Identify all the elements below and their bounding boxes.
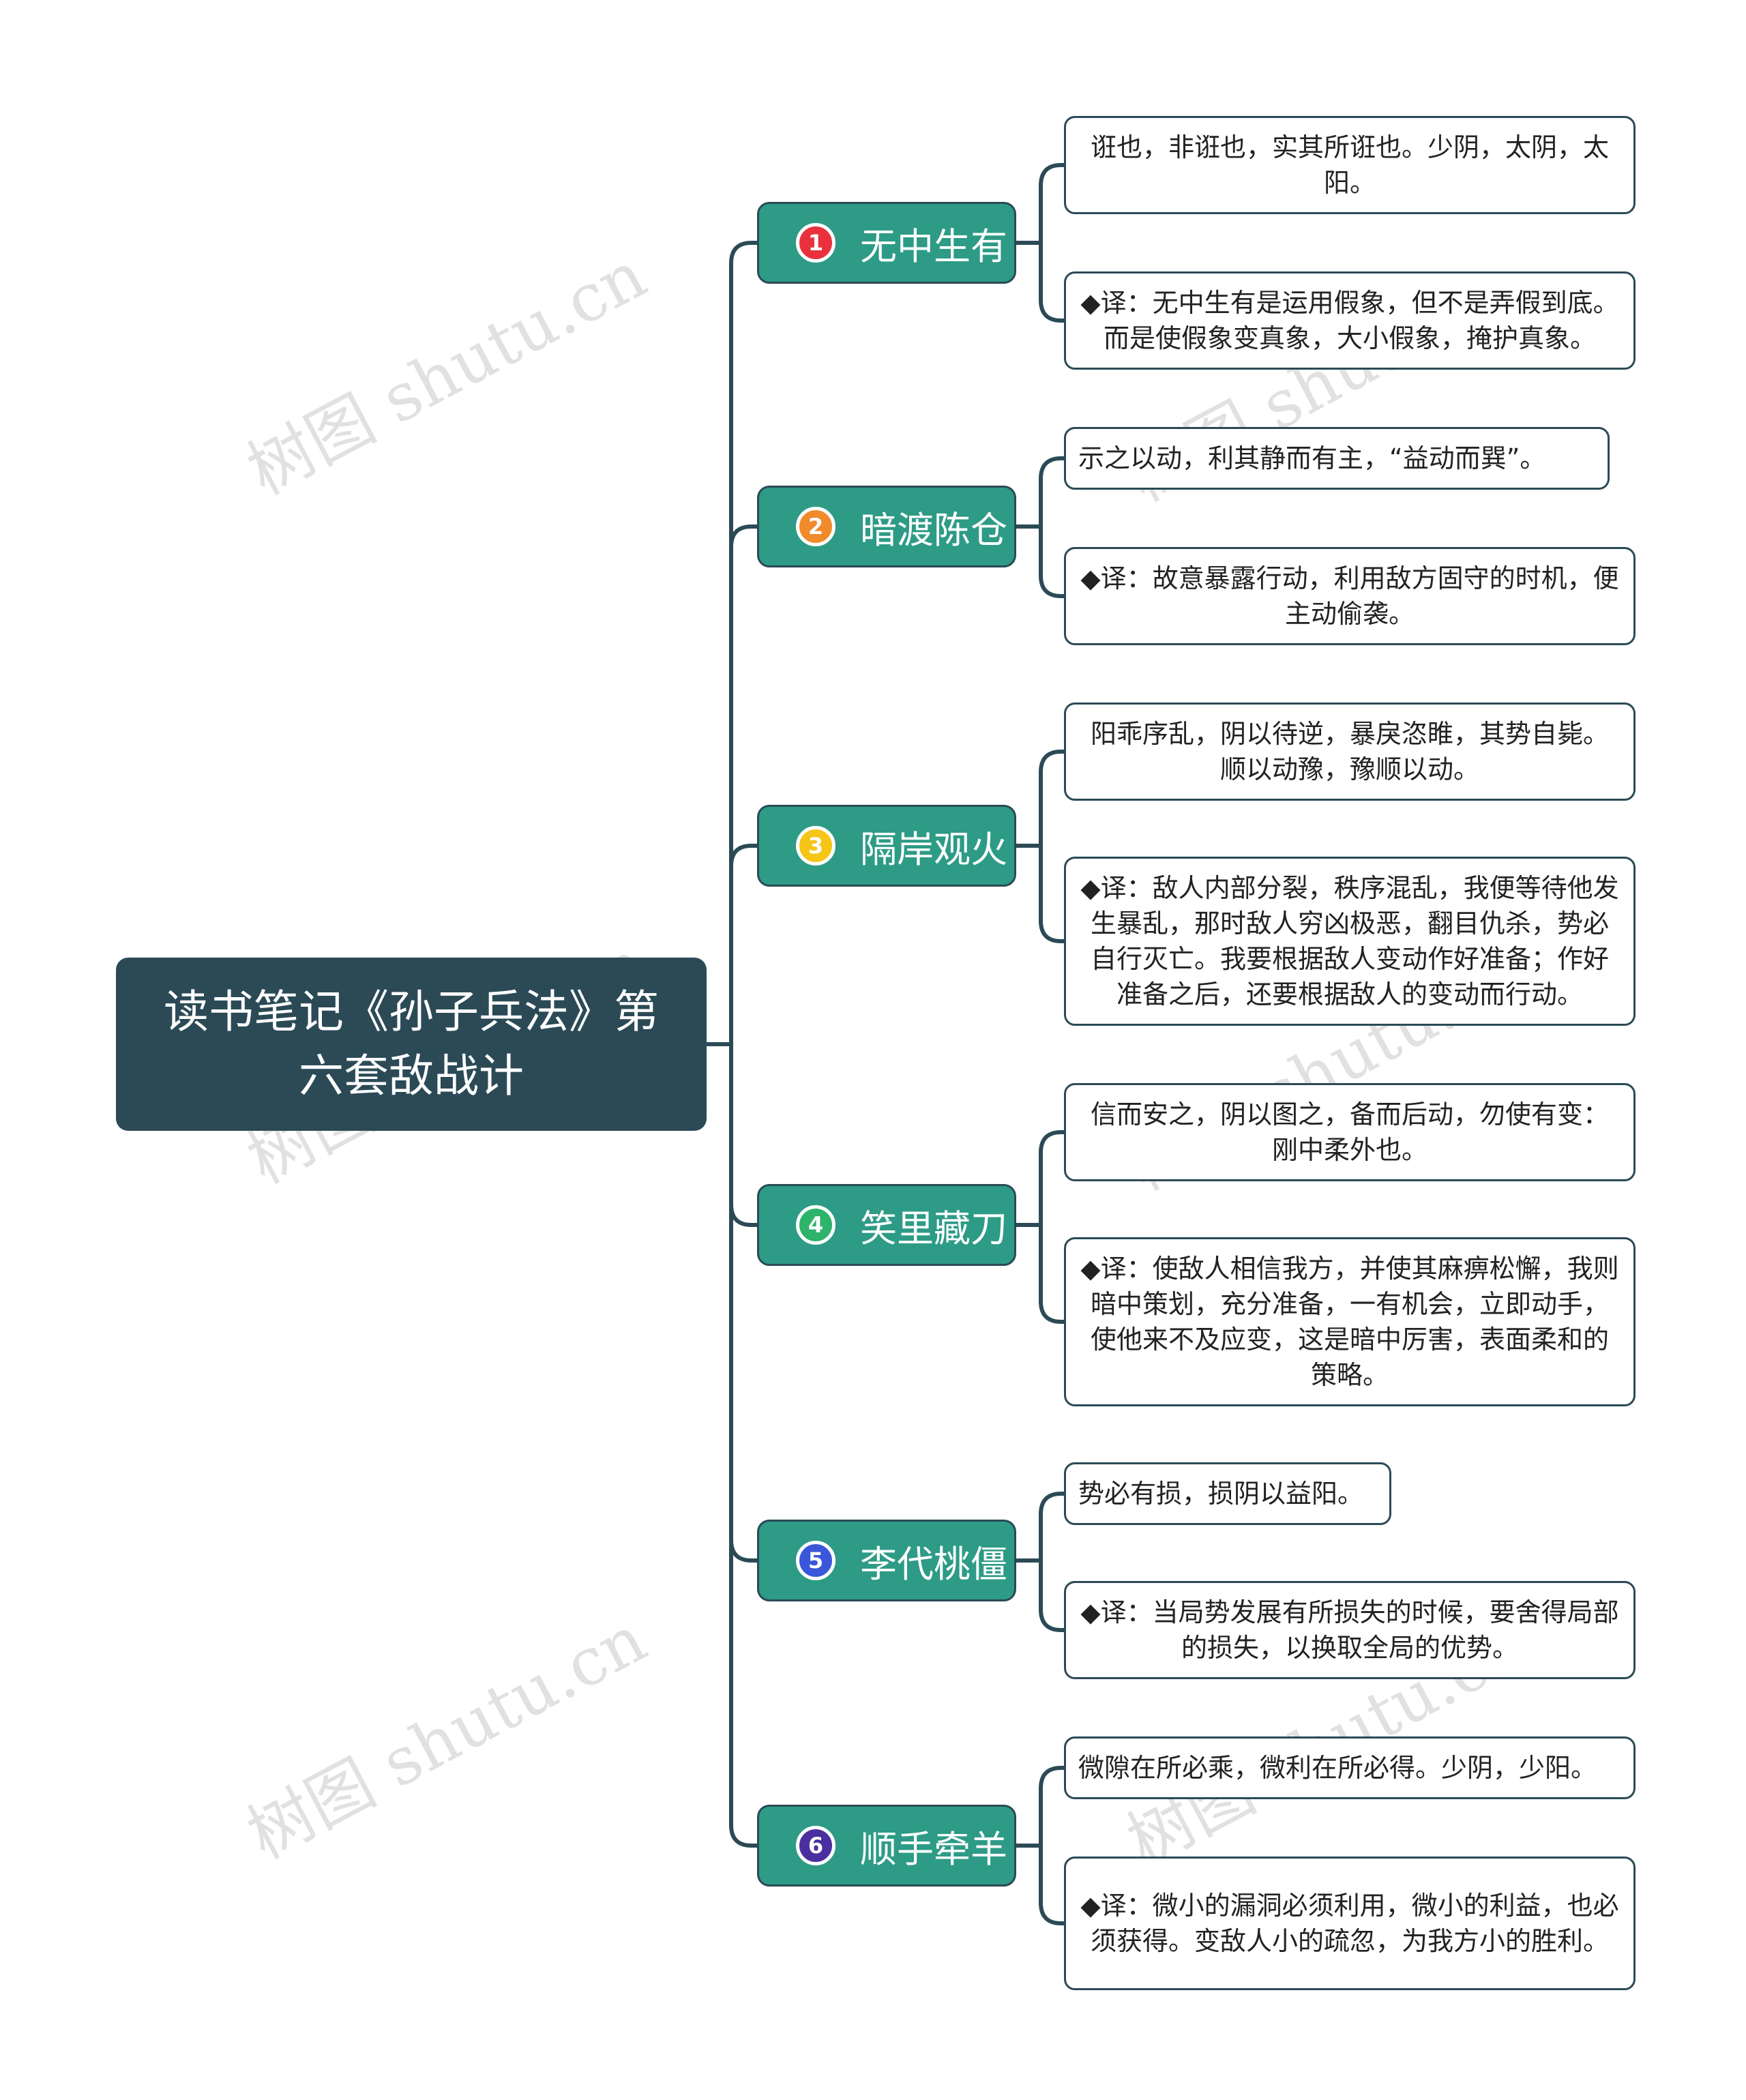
leaf-text: 信而安之，阴以图之，备而后动，勿使有变：刚中柔外也。	[1090, 1099, 1609, 1165]
leaf-1-original[interactable]: 诳也，非诳也，实其所诳也。少阴，太阴，太阳。	[1064, 116, 1636, 214]
number-badge-icon: 5	[796, 1541, 835, 1580]
number-badge-icon: 6	[796, 1826, 835, 1865]
leaf-4-original[interactable]: 信而安之，阴以图之，备而后动，勿使有变：刚中柔外也。	[1064, 1083, 1636, 1181]
connector-line	[1039, 750, 1066, 848]
leaf-text: ◆译：使敌人相信我方，并使其麻痹松懈，我则暗中策划，充分准备，一有机会，立即动手…	[1080, 1254, 1619, 1390]
connector-line	[1039, 1492, 1066, 1563]
branch-1[interactable]: 1 无中生有	[757, 202, 1016, 284]
leaf-2-translation[interactable]: ◆译：故意暴露行动，利用敌方固守的时机，便主动偷袭。	[1064, 547, 1636, 645]
number-badge-icon: 2	[796, 507, 835, 546]
branch-2[interactable]: 2 暗渡陈仓	[757, 486, 1016, 567]
connector-line	[1039, 456, 1066, 529]
connector-line	[729, 1538, 759, 1563]
leaf-5-original[interactable]: 势必有损，损阴以益阳。	[1064, 1462, 1391, 1525]
leaf-text: 诳也，非诳也，实其所诳也。少阴，太阴，太阳。	[1090, 132, 1609, 198]
leaf-3-original[interactable]: 阳乖序乱，阴以待逆，暴戾恣睢，其势自毙。顺以动豫，豫顺以动。	[1064, 703, 1636, 801]
leaf-5-translation[interactable]: ◆译：当局势发展有所损失的时候，要舍得局部的损失，以换取全局的优势。	[1064, 1581, 1636, 1679]
connector-line	[1039, 1844, 1066, 1925]
root-title: 读书笔记《孙子兵法》第六套敌战计	[164, 986, 659, 1102]
leaf-4-translation[interactable]: ◆译：使敌人相信我方，并使其麻痹松懈，我则暗中策划，充分准备，一有机会，立即动手…	[1064, 1237, 1636, 1406]
connector-line	[1039, 163, 1066, 245]
branch-5[interactable]: 5 李代桃僵	[757, 1520, 1016, 1601]
leaf-text: 微隙在所必乘，微利在所必得。少阴，少阳。	[1078, 1753, 1597, 1783]
number-badge-icon: 4	[796, 1205, 835, 1245]
connector-line	[1039, 1766, 1066, 1848]
connector-line	[729, 241, 759, 265]
connector-line	[729, 1202, 759, 1227]
branch-3[interactable]: 3 隔岸观火	[757, 805, 1016, 887]
connector-line	[1039, 241, 1066, 323]
leaf-3-translation[interactable]: ◆译：敌人内部分裂，秩序混乱，我便等待他发生暴乱，那时敌人穷凶极恶，翻目仇杀，势…	[1064, 857, 1636, 1026]
root-topic[interactable]: 读书笔记《孙子兵法》第六套敌战计	[116, 958, 707, 1131]
connector-line	[1039, 1130, 1066, 1227]
leaf-text: ◆译：无中生有是运用假象，但不是弄假到底。而是使假象变真象，大小假象，掩护真象。	[1080, 288, 1619, 353]
connector-line	[1039, 1558, 1066, 1632]
number-badge-icon: 3	[796, 826, 835, 866]
branch-label: 无中生有	[860, 224, 1007, 268]
leaf-1-translation[interactable]: ◆译：无中生有是运用假象，但不是弄假到底。而是使假象变真象，大小假象，掩护真象。	[1064, 271, 1636, 370]
branch-label: 暗渡陈仓	[860, 508, 1007, 552]
leaf-text: 示之以动，利其静而有主，“益动而巽”。	[1078, 443, 1546, 473]
leaf-6-translation[interactable]: ◆译：微小的漏洞必须利用，微小的利益，也必须获得。变敌人小的疏忽，为我方小的胜利…	[1064, 1857, 1636, 1990]
connector-line	[729, 1823, 759, 1848]
connector-line	[1039, 1223, 1066, 1324]
leaf-text: ◆译：敌人内部分裂，秩序混乱，我便等待他发生暴乱，那时敌人穷凶极恶，翻目仇杀，势…	[1080, 873, 1619, 1009]
leaf-2-original[interactable]: 示之以动，利其静而有主，“益动而巽”。	[1064, 427, 1610, 490]
branch-6[interactable]: 6 顺手牵羊	[757, 1805, 1016, 1887]
connector-line	[1039, 844, 1066, 943]
leaf-text: ◆译：微小的漏洞必须利用，微小的利益，也必须获得。变敌人小的疏忽，为我方小的胜利…	[1080, 1891, 1619, 1956]
branch-label: 隔岸观火	[860, 827, 1007, 871]
connector-line	[729, 844, 759, 868]
leaf-text: ◆译：当局势发展有所损失的时候，要舍得局部的损失，以换取全局的优势。	[1080, 1597, 1619, 1663]
connector-line	[1039, 524, 1066, 598]
connector-line	[729, 524, 759, 549]
leaf-text: ◆译：故意暴露行动，利用敌方固守的时机，便主动偷袭。	[1080, 563, 1619, 629]
branch-4[interactable]: 4 笑里藏刀	[757, 1184, 1016, 1266]
leaf-6-original[interactable]: 微隙在所必乘，微利在所必得。少阴，少阳。	[1064, 1736, 1636, 1799]
leaf-text: 阳乖序乱，阴以待逆，暴戾恣睢，其势自毙。顺以动豫，豫顺以动。	[1090, 719, 1609, 784]
leaf-text: 势必有损，损阴以益阳。	[1078, 1479, 1364, 1509]
branch-label: 笑里藏刀	[860, 1207, 1007, 1250]
number-badge-icon: 1	[796, 223, 835, 263]
branch-label: 顺手牵羊	[860, 1827, 1007, 1871]
branch-label: 李代桃僵	[860, 1542, 1007, 1586]
